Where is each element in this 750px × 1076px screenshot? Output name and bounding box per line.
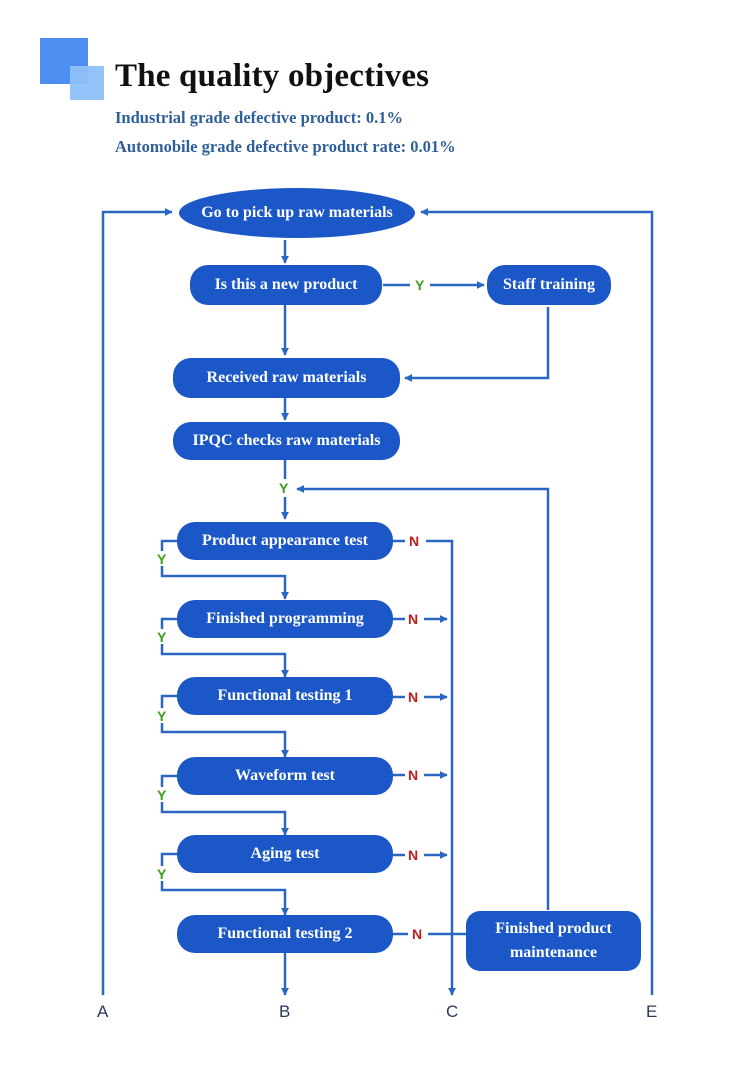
label-no-programming: N (408, 611, 419, 627)
label-yes-waveform: Y (157, 787, 167, 803)
label-no-func2: N (412, 926, 423, 942)
node-staff-training: Staff training (487, 265, 611, 305)
label-yes-new-product: Y (415, 277, 425, 293)
node-finished-programming: Finished programming (177, 600, 393, 638)
node-finished-product-maintenance: Finished product maintenance (466, 911, 641, 971)
node-is-new-product: Is this a new product (190, 265, 382, 305)
node-functional-testing-2: Functional testing 2 (177, 915, 393, 953)
objective-industrial: Industrial grade defective product: 0.1% (115, 108, 403, 127)
decor-square-light (70, 66, 104, 100)
label-no-waveform: N (408, 767, 419, 783)
label-no-func1: N (408, 689, 419, 705)
node-ipqc-check: IPQC checks raw materials (173, 422, 400, 460)
label-no-appearance: N (409, 533, 420, 549)
endpoint-c: C (446, 1002, 459, 1021)
node-aging-test: Aging test (177, 835, 393, 873)
label-yes-programming: Y (157, 629, 167, 645)
page-title: The quality objectives (115, 58, 430, 94)
node-received-raw-materials: Received raw materials (173, 358, 400, 398)
label-yes-appearance: Y (157, 551, 167, 567)
objective-automobile: Automobile grade defective product rate:… (115, 137, 456, 156)
node-pick-up-raw-materials: Go to pick up raw materials (179, 188, 415, 238)
label-no-aging: N (408, 847, 419, 863)
node-functional-testing-1: Functional testing 1 (177, 677, 393, 715)
node-appearance-test: Product appearance test (177, 522, 393, 560)
endpoint-b: B (279, 1002, 291, 1021)
label-yes-func1: Y (157, 708, 167, 724)
label-yes-ipqc: Y (279, 480, 289, 496)
endpoint-a: A (97, 1002, 109, 1021)
label-yes-aging: Y (157, 866, 167, 882)
node-waveform-test: Waveform test (177, 757, 393, 795)
endpoint-e: E (646, 1002, 658, 1021)
